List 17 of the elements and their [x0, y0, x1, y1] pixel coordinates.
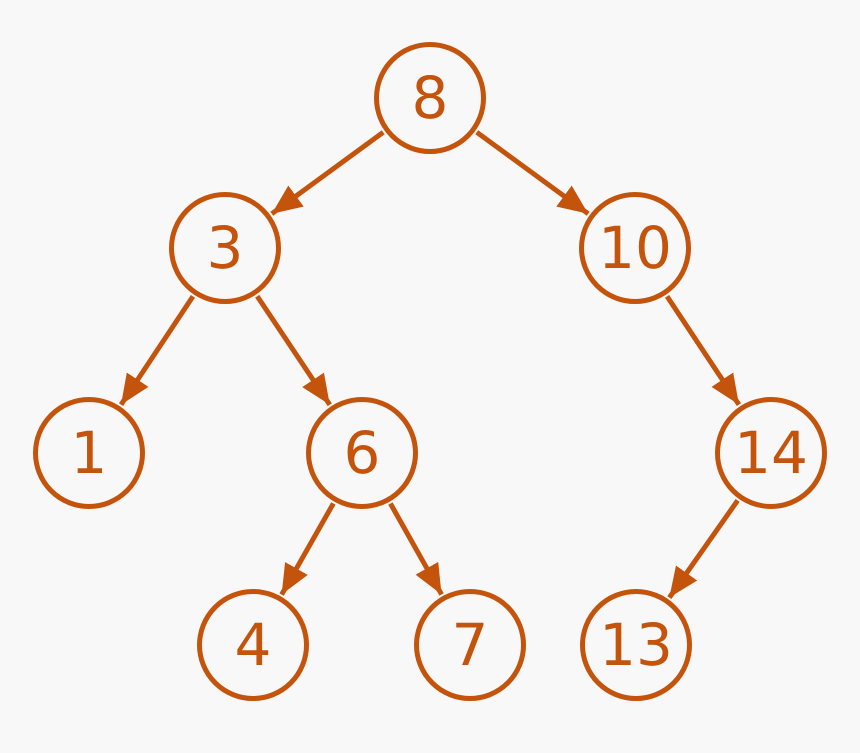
arrow [664, 294, 742, 406]
node-number: 10 [598, 219, 672, 277]
node-number: 14 [734, 424, 808, 482]
node-number: 8 [412, 69, 448, 127]
arrow [667, 499, 740, 599]
node-number: 13 [599, 616, 673, 674]
node-number: 4 [234, 616, 272, 674]
arrow [118, 294, 196, 406]
arrow [279, 502, 336, 596]
node-number: 1 [70, 424, 108, 482]
arrow [270, 130, 385, 216]
arrow [388, 502, 444, 596]
node-number: 6 [344, 424, 380, 482]
arrow [255, 294, 332, 406]
node-number: 3 [206, 219, 244, 277]
arrow [475, 130, 590, 216]
node-number: 7 [452, 616, 488, 674]
